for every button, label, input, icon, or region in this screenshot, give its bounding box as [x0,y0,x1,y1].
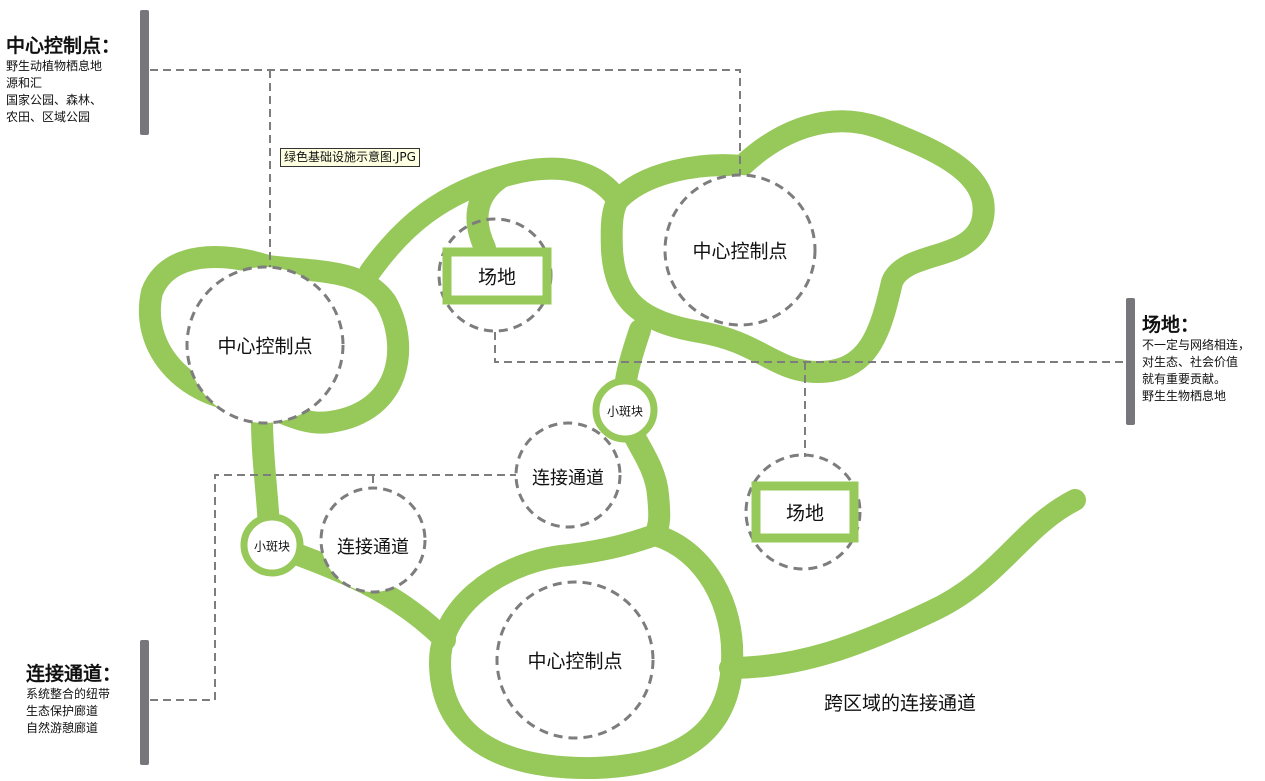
bottom-hub-loop [429,524,744,780]
legend-site: 场地： 不一定与网络相连， 对生态、社会价值 就有重要贡献。 野生生物栖息地 [1142,313,1250,405]
legend-line: 野生动植物栖息地 [6,59,103,73]
legend-line: 对生态、社会价值 [1142,355,1239,369]
hub-bottom-label: 中心控制点 [527,650,623,673]
legend-line: 系统整合的纽带 [26,687,111,701]
regional-corridor [719,489,1086,679]
site-top-label: 场地 [477,266,517,289]
legend-line: 自然游憩廊道 [26,721,99,735]
legend-corridor: 连接通道： 系统整合的纽带 生态保护廊道 自然游憩廊道 [26,662,121,737]
legend-line: 野生生物栖息地 [1142,389,1227,403]
legend-title: 连接通道： [26,663,122,685]
leader-corridor [150,474,520,701]
leader-site [494,332,1126,457]
legend-bar-corridor [140,640,149,765]
legend-line: 生态保护廊道 [26,704,99,718]
top-right-hub-loop [600,110,995,383]
legend-line: 不一定与网络相连， [1142,338,1251,352]
site-branch [466,167,511,259]
legend-line: 农田、区域公园 [6,110,91,124]
hub-left-label: 中心控制点 [217,335,313,358]
site-right-label: 场地 [785,502,825,525]
legend-line: 就有重要贡献。 [1142,372,1227,386]
hub-top-right-label: 中心控制点 [692,240,788,263]
vertical-corridor [613,319,671,546]
patch-left-label: 小斑块 [253,539,291,554]
link-left-label: 连接通道 [337,537,409,558]
regional-link-label: 跨区域的连接通道 [823,692,977,715]
left-hub-loop [138,246,410,434]
leader-center [150,69,741,268]
legend-bar-site [1126,298,1135,425]
legend-title: 中心控制点： [6,35,121,57]
link-mid-label: 连接通道 [532,468,604,489]
filename-tooltip: 绿色基础设施示意图.JPG [280,148,420,167]
legend-title: 场地： [1142,314,1200,336]
legend-line: 源和汇 [6,76,43,90]
legend-bar-center [140,10,149,135]
patch-mid-label: 小斑块 [606,404,644,419]
legend-line: 国家公园、森林、 [6,93,103,107]
upper-arc-corridor [359,157,629,283]
legend-center: 中心控制点： 野生动植物栖息地 源和汇 国家公园、森林、 农田、区域公园 [6,34,120,126]
